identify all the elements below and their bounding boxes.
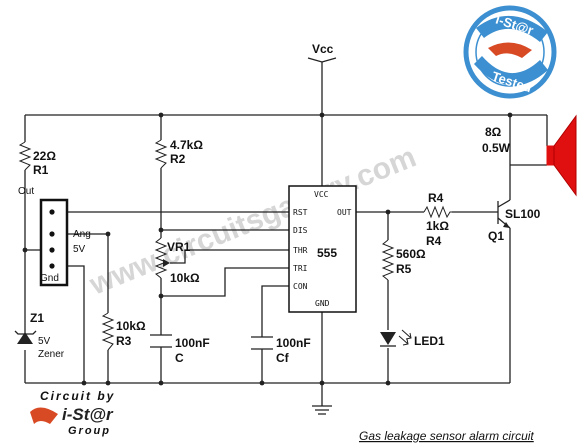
pin-dis: DIS — [293, 226, 308, 235]
r1-name: R1 — [33, 163, 49, 177]
r5-name: R5 — [396, 262, 412, 276]
c-value: 100nF — [175, 336, 210, 350]
r2-value: 4.7kΩ — [170, 138, 203, 152]
cf-value: 100nF — [276, 336, 311, 350]
r5-value: 560Ω — [396, 247, 426, 261]
c-name: C — [175, 351, 184, 365]
speaker: 8Ω 0.5W — [482, 114, 577, 197]
ic-555: VCC RST DIS THR TRI CON OUT GND 555 — [288, 185, 357, 313]
r1-value: 22Ω — [33, 149, 56, 163]
vr1-value: 10kΩ — [170, 271, 200, 285]
zener-z1: Z1 5V Zener — [14, 310, 65, 360]
transistor-q1: SL100 Q1 — [488, 199, 541, 243]
ic-name: 555 — [317, 246, 337, 260]
speaker-power: 0.5W — [482, 141, 511, 155]
pin-vcc: VCC — [314, 190, 329, 199]
pin-thr: THR — [293, 246, 308, 255]
sensor-gnd-label: Gnd — [40, 273, 59, 284]
vr1-name: VR1 — [167, 240, 191, 254]
resistor-r3: 10kΩ R3 — [101, 312, 146, 351]
r4-value: 1kΩ — [426, 219, 449, 233]
led-led1: LED1 — [380, 329, 445, 348]
potentiometer-vr1: VR1 10kΩ — [154, 237, 200, 285]
sensor-out-label: Out — [18, 186, 34, 197]
brand-logo: Circuit by i-St@r Group — [30, 389, 115, 437]
vcc-label: Vcc — [312, 42, 334, 56]
r4-name-2: R4 — [426, 234, 442, 248]
tested-stamp: i-St@r Tested — [463, 5, 557, 99]
resistor-r4: R4 1kΩ R4 — [423, 191, 452, 248]
z1-name: Z1 — [30, 311, 44, 325]
r4-name: R4 — [428, 191, 444, 205]
pin-con: CON — [293, 282, 308, 291]
z1-voltage: 5V — [38, 336, 51, 347]
gas-sensor-module: Out Ang 5V Gnd — [18, 186, 91, 287]
speaker-impedance: 8Ω — [485, 125, 502, 139]
q1-type: SL100 — [505, 207, 541, 221]
junction-dots — [22, 112, 513, 386]
q1-name: Q1 — [488, 229, 504, 243]
pin-rst: RST — [293, 208, 308, 217]
sensor-ang-label: Ang — [73, 229, 91, 240]
resistor-r5: 560Ω R5 — [381, 239, 426, 281]
watermark: www.circuitsgallery.com — [84, 140, 420, 302]
brand-line-3: Group — [68, 425, 111, 437]
led-name: LED1 — [414, 334, 445, 348]
pin-tri: TRI — [293, 264, 308, 273]
brand-line-2: i-St@r — [62, 405, 114, 424]
circuit-caption: Gas leakage sensor alarm circuit — [359, 429, 534, 443]
r3-value: 10kΩ — [116, 319, 146, 333]
z1-type: Zener — [38, 349, 65, 360]
r2-name: R2 — [170, 152, 186, 166]
brand-line-1: Circuit by — [40, 389, 115, 403]
capacitor-c: 100nF C — [150, 334, 210, 365]
r3-name: R3 — [116, 334, 132, 348]
vcc-symbol: Vcc — [307, 42, 337, 63]
pin-out: OUT — [337, 208, 352, 217]
cf-name: Cf — [276, 351, 290, 365]
pin-gnd: GND — [315, 299, 330, 308]
capacitor-cf: 100nF Cf — [251, 336, 311, 365]
resistor-r1: 22Ω R1 — [18, 141, 56, 177]
resistor-r2: 4.7kΩ R2 — [154, 138, 203, 169]
ground-symbol — [312, 405, 332, 415]
sensor-5v-label: 5V — [73, 244, 86, 255]
